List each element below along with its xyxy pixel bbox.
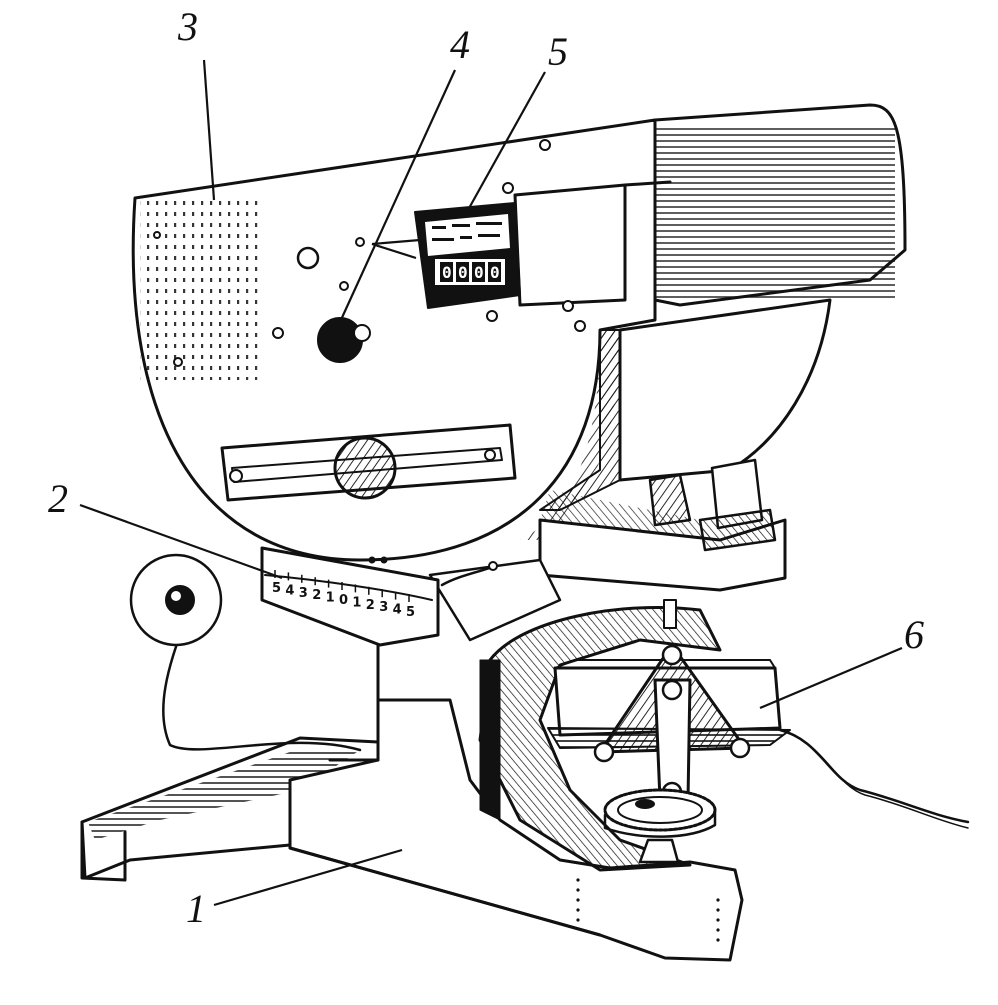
scale-tick-label: 2 [366,598,375,613]
counter-digit: 0 [490,263,500,282]
cord-left [162,603,362,752]
base-rivets [576,878,720,942]
scale-tick-label: 1 [326,591,335,606]
counter-digit-window [472,262,485,282]
base [80,603,744,962]
support-column [328,298,832,762]
callout-3: 3 [177,4,198,49]
leader-lines [79,59,903,907]
counter-digit-window [456,262,469,282]
callouts: 3 4 5 2 6 1 [48,4,924,931]
scale-tick-label: 5 [272,581,281,596]
counter-digit-window [488,262,501,282]
lamp-housing [339,103,907,332]
clamp-block [648,473,692,527]
counter-digit-window [440,262,453,282]
callout-4: 4 [450,22,470,67]
sample-holder [478,599,970,872]
callout-6: 6 [904,612,924,657]
callout-5: 5 [548,29,568,74]
callout-1: 1 [186,886,206,931]
plug-disc [129,553,223,647]
scale-tick-label: 0 [339,593,348,608]
gear-wheel [603,788,717,838]
counter-digit: 0 [458,263,468,282]
scale-tick-label: 4 [393,603,402,618]
scale-tick-label: 3 [299,586,308,601]
slot-slider [220,423,517,502]
knob [317,317,371,363]
scale-tick-label: 3 [379,600,388,615]
scale-tick-label: 1 [352,595,361,610]
support-hatch [540,490,720,540]
counter-plate-text [432,222,502,241]
scale-tick-label: 5 [406,605,415,620]
counter-digit: 0 [442,263,452,282]
scale-tick-label: 2 [312,588,321,603]
scale-tick-label: 4 [285,583,294,598]
callout-2: 2 [48,476,68,521]
left-foot-hatch [88,750,360,840]
counter-digit: 0 [474,263,484,282]
